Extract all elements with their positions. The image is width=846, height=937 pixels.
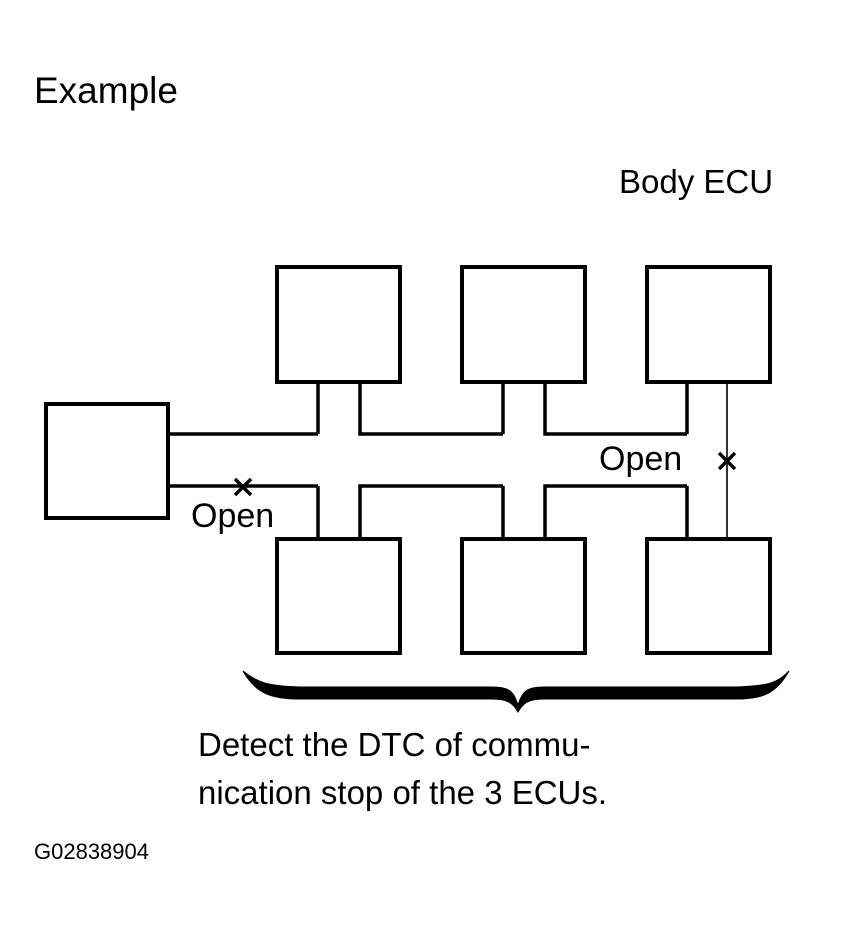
riser-top2-right [543,384,687,436]
body-ecu-label: Body ECU [619,163,774,200]
box-master-left [44,402,170,520]
open-marker-left-icon [233,477,253,497]
riser-bottom2-right [543,484,687,537]
box-bottom-2 [460,537,587,655]
riser-bottom1-right [358,484,503,537]
box-bottom-3 [645,537,772,655]
caption-line-1: Detect the DTC of commu- [198,726,591,763]
open-label-right: Open [599,440,683,478]
box-top-1 [275,265,402,384]
grouping-brace [242,670,790,714]
open-label-left: Open [191,497,275,535]
open-marker-right-icon [717,451,737,471]
riser-top1-right [358,384,503,436]
box-top-3 [645,265,772,384]
caption-line-2: nication stop of the 3 ECUs. [198,774,608,811]
box-bottom-1 [275,537,402,655]
page-title: Example [34,70,178,111]
figure-id-label: G02838904 [34,839,149,864]
box-top-2 [460,265,587,384]
